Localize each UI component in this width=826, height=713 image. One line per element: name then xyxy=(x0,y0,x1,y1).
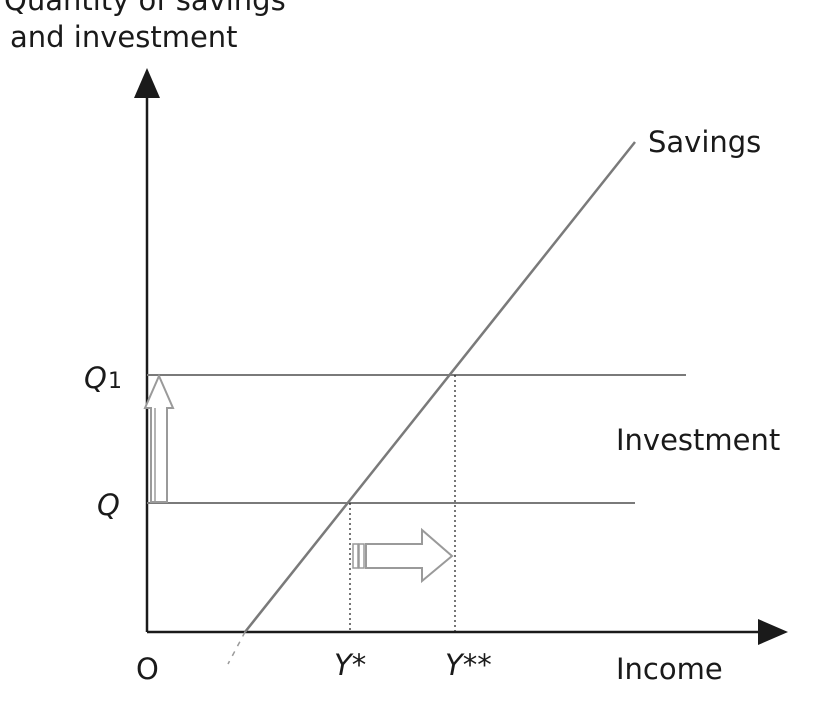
y-tick-q1-subscript: 1 xyxy=(108,369,122,394)
y-axis-label-line1: Quantity of savings xyxy=(4,0,286,17)
x-axis-label: Income xyxy=(616,652,723,686)
investment-label: Investment xyxy=(616,423,780,457)
savings-line xyxy=(244,141,636,633)
savings-line-extension xyxy=(227,631,246,665)
investment-shift-arrow xyxy=(143,373,175,503)
y-tick-q1-letter: Q xyxy=(84,361,107,395)
y-tick-q: Q xyxy=(97,488,120,522)
origin-label: O xyxy=(136,652,159,686)
savings-label: Savings xyxy=(648,125,761,159)
x-axis-arrowhead xyxy=(758,619,788,645)
y-axis-arrowhead xyxy=(134,68,160,98)
x-tick-y-double-star: Y** xyxy=(445,648,492,682)
income-shift-arrow xyxy=(352,527,454,584)
y-axis-label-line2: and investment xyxy=(10,20,238,54)
x-tick-y-star: Y* xyxy=(334,648,366,682)
